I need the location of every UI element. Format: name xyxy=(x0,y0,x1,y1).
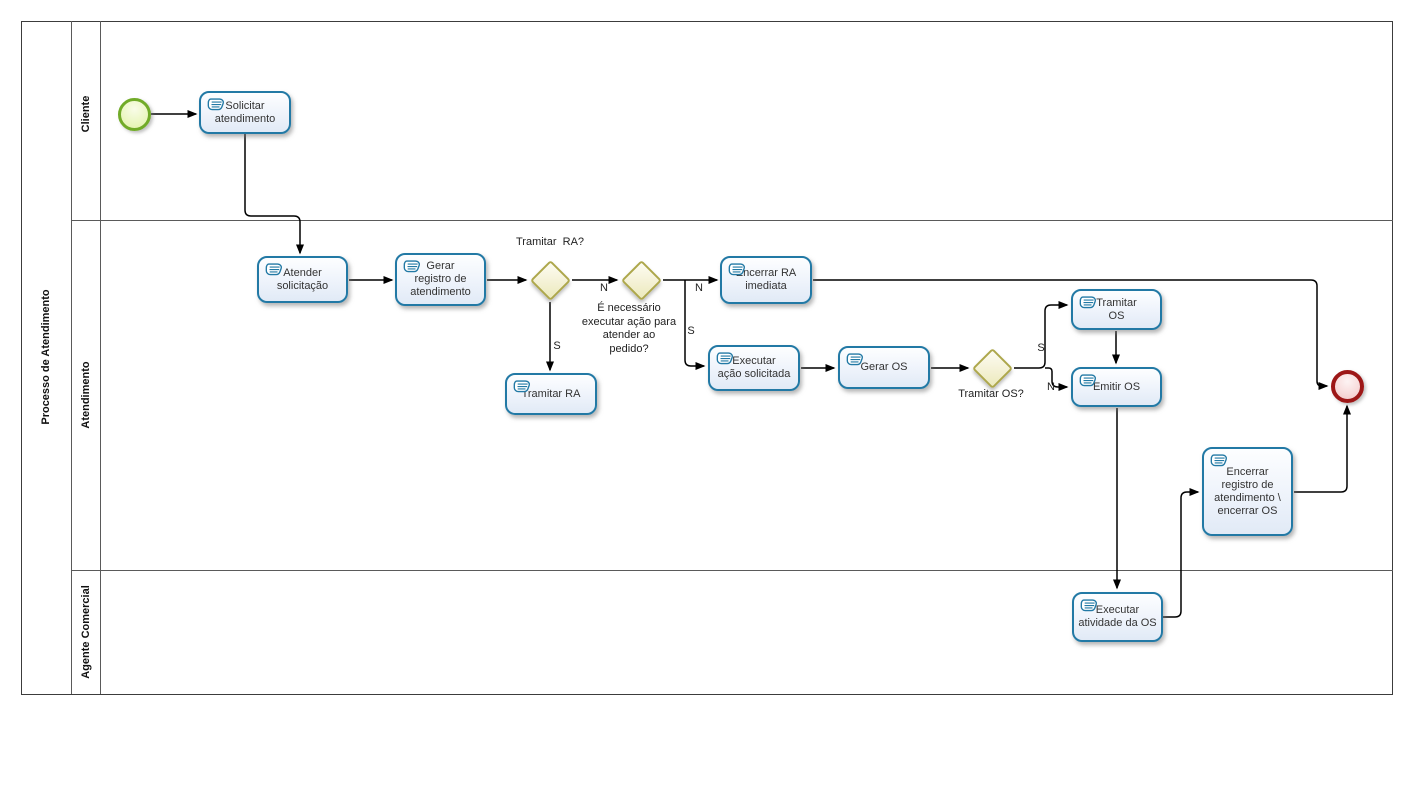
gateway-tramitar-os[interactable] xyxy=(971,347,1013,389)
pool-label-divider xyxy=(71,21,72,694)
gateway-tramitar-ra[interactable] xyxy=(529,259,571,301)
flow-executar-atividade-to-encerrar-registro xyxy=(1163,488,1200,618)
task-label: Solicitar atendimento xyxy=(214,99,276,125)
task-executar-acao-solicitada[interactable]: Executar ação solicitada xyxy=(708,345,800,391)
task-label: Emitir OS xyxy=(1092,380,1141,393)
edge-label-s-tramitar-ra: S xyxy=(553,340,561,352)
task-label: Executar atividade da OS xyxy=(1078,604,1157,629)
edge-label-n-tramitar-os: N xyxy=(1047,381,1055,393)
manual-task-hand-icon xyxy=(728,263,745,276)
manual-task-hand-icon xyxy=(1079,374,1096,387)
task-solicitar-atendimento[interactable]: Solicitar atendimento xyxy=(199,91,291,134)
lane-divider-atendimento-agente xyxy=(71,570,1393,571)
task-label: Executar ação solicitada xyxy=(717,355,791,380)
task-atender-solicitacao[interactable]: Atender solicitação xyxy=(257,256,348,303)
lane-divider-cliente-atendimento xyxy=(71,220,1393,221)
task-label: Tramitar OS xyxy=(1096,296,1137,322)
flow-solicitar-to-atender xyxy=(244,134,304,255)
manual-task-hand-icon xyxy=(846,353,863,366)
flow-gw-tramitar-os-s-to-tramitar-os xyxy=(1014,301,1069,369)
manual-task-hand-icon xyxy=(716,352,733,365)
manual-task-hand-icon xyxy=(265,263,282,276)
task-executar-atividade-da-os[interactable]: Executar atividade da OS xyxy=(1072,592,1163,642)
manual-task-hand-icon xyxy=(1210,454,1227,467)
edge-label-s-necessario: S xyxy=(687,325,695,337)
task-encerrar-registro-encerrar-os[interactable]: Encerrar registro de atendimento \ encer… xyxy=(1202,447,1293,536)
task-gerar-os[interactable]: Gerar OS xyxy=(838,346,930,389)
gateway-label-tramitar-os: Tramitar OS? xyxy=(958,388,1024,400)
end-event[interactable] xyxy=(1330,369,1364,403)
pool-processo-de-atendimento xyxy=(21,21,1393,695)
manual-task-hand-icon xyxy=(403,260,420,273)
task-label: Gerar registro de atendimento xyxy=(410,260,471,298)
edge-label-n-tramitar-ra: N xyxy=(600,282,608,294)
flow-gw-necessario-s-to-executar-acao xyxy=(684,280,706,370)
flow-gw-tramitar-os-n-to-emitir-os xyxy=(1045,367,1069,391)
gateway-label-necessario-executar-acao: É necessário executar ação para atender … xyxy=(581,302,677,355)
task-tramitar-os[interactable]: Tramitar OS xyxy=(1071,289,1162,330)
manual-task-hand-icon xyxy=(1079,296,1096,309)
task-emitir-os[interactable]: Emitir OS xyxy=(1071,367,1162,407)
task-label: Tramitar RA xyxy=(521,387,581,400)
task-label: Gerar OS xyxy=(860,361,908,373)
flow-encerrar-registro-to-end xyxy=(1294,404,1351,493)
manual-task-hand-icon xyxy=(1080,599,1097,612)
task-label: Encerrar registro de atendimento \ encer… xyxy=(1214,465,1281,517)
task-label: Encerrar RA imediata xyxy=(735,267,797,292)
task-tramitar-ra[interactable]: Tramitar RA xyxy=(505,373,597,415)
task-gerar-registro-de-atendimento[interactable]: Gerar registro de atendimento xyxy=(395,253,486,306)
edge-label-s-tramitar-os: S xyxy=(1037,342,1045,354)
edge-label-n-necessario: N xyxy=(695,282,703,294)
task-label: Atender solicitação xyxy=(276,266,329,292)
flow-encerrar-ra-to-end xyxy=(813,279,1329,390)
lane-label-divider xyxy=(100,21,101,694)
gateway-necessario-executar-acao[interactable] xyxy=(620,259,662,301)
gateway-label-tramitar-ra: Tramitar RA? xyxy=(515,236,585,248)
task-encerrar-ra-imediata[interactable]: Encerrar RA imediata xyxy=(720,256,812,304)
manual-task-hand-icon xyxy=(207,98,224,111)
manual-task-hand-icon xyxy=(513,380,530,393)
start-event[interactable] xyxy=(117,97,151,131)
